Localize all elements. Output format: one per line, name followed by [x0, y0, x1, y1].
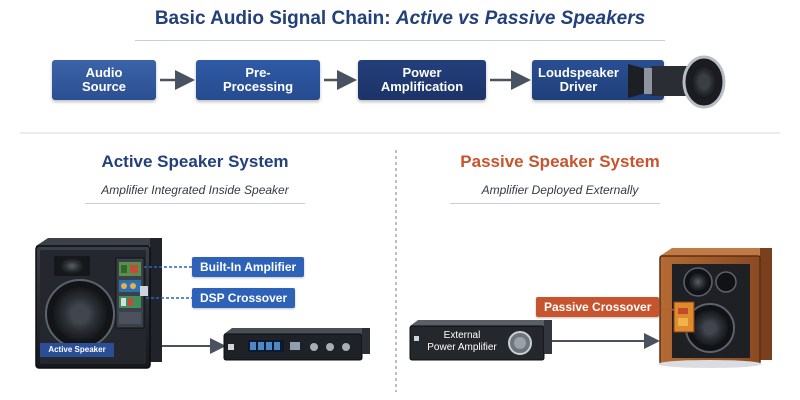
passive-speaker-cabinet [658, 248, 772, 368]
passive-section-subtitle: Amplifier Deployed Externally [481, 183, 639, 197]
passive-subtitle-underline [450, 203, 660, 204]
stage-pre-processing: Pre- Processing [196, 60, 320, 100]
active-section-subtitle: Amplifier Integrated Inside Speaker [101, 183, 289, 197]
stage-audio-source: Audio Source [52, 60, 156, 100]
rack-unit-device [223, 328, 370, 361]
external-amplifier-label: External Power Amplifier [427, 330, 497, 353]
diagram-title: Basic Audio Signal Chain: Active vs Pass… [0, 8, 800, 30]
active-section-title: Active Speaker System [101, 152, 289, 171]
active-speaker-label: Active Speaker [48, 345, 106, 354]
stage-power-amplification: Power Amplification [358, 60, 486, 100]
passive-section-title: Passive Speaker System [460, 152, 660, 171]
stage-loudspeaker-driver: Loudspeaker Driver [532, 60, 664, 100]
active-subtitle-underline [85, 203, 305, 204]
callout-passive-crossover: Passive Crossover [536, 297, 660, 317]
callout-built-in-amplifier: Built-In Amplifier [192, 257, 305, 277]
title-emphasis: Active vs Passive Speakers [395, 8, 646, 29]
callout-dsp-crossover: DSP Crossover [192, 288, 296, 308]
title-main: Basic Audio Signal Chain: [154, 8, 396, 29]
title-underline [135, 40, 665, 41]
